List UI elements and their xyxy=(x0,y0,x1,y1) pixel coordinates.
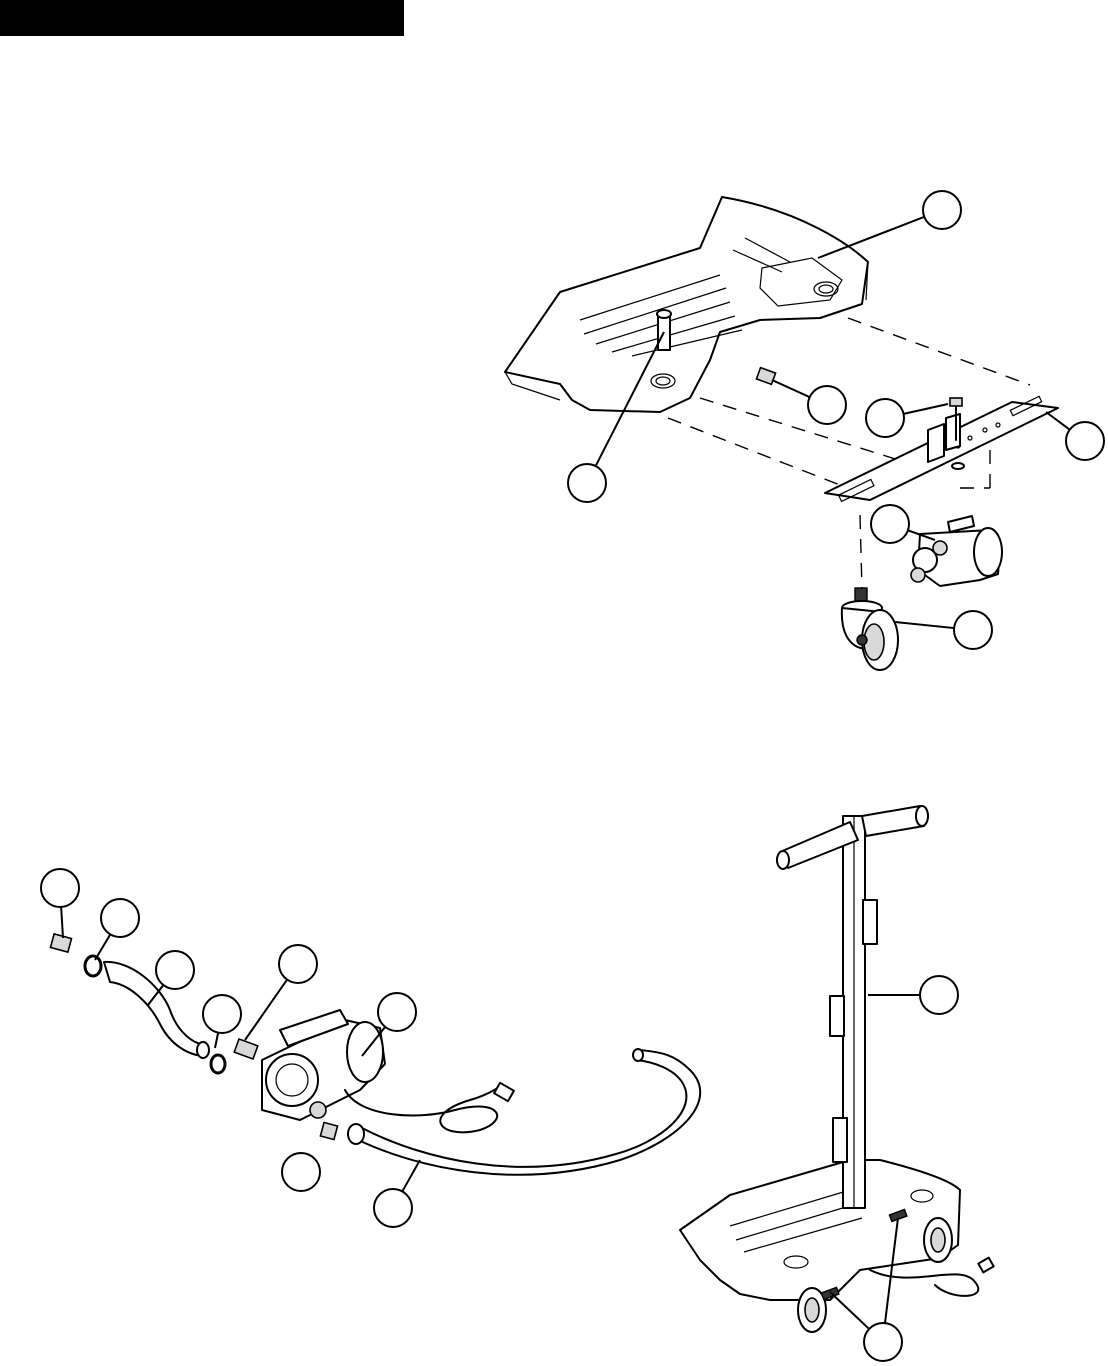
caster-part xyxy=(842,588,898,670)
callout-screws xyxy=(830,1292,902,1361)
callout-plug xyxy=(772,380,846,424)
clamp-part-2 xyxy=(211,1055,225,1073)
callout-circle xyxy=(808,386,846,424)
callout-leader xyxy=(215,1033,218,1048)
callout-circle xyxy=(864,1323,902,1361)
callout-leader xyxy=(904,404,948,414)
callout-leader xyxy=(402,1160,420,1191)
fitting-part xyxy=(50,934,71,952)
callout-nut xyxy=(282,1153,320,1191)
callout-caster xyxy=(895,611,992,649)
callout-motor-top xyxy=(871,505,935,543)
callout-fitting xyxy=(41,869,79,938)
hose-long-part xyxy=(348,1049,700,1175)
cart-assembly xyxy=(680,806,994,1332)
callout-circle xyxy=(101,899,139,937)
pump-motor-part xyxy=(262,1010,385,1120)
callout-hose-long xyxy=(374,1160,420,1227)
callout-leader xyxy=(772,380,810,397)
callout-circle xyxy=(866,399,904,437)
callout-circle xyxy=(871,505,909,543)
callout-hose-short xyxy=(148,951,194,1005)
callout-handle xyxy=(868,976,958,1014)
motor-part-top xyxy=(911,516,1002,586)
nipple-part xyxy=(234,1039,258,1059)
callout-circle xyxy=(923,191,961,229)
callout-circle xyxy=(282,1153,320,1191)
callout-clamp-1 xyxy=(95,899,139,960)
callout-circle xyxy=(568,464,606,502)
tray-part xyxy=(505,197,868,412)
callout-circle xyxy=(920,976,958,1014)
callout-mount-plate xyxy=(1046,412,1104,460)
callout-circle xyxy=(954,611,992,649)
callout-leader xyxy=(895,622,954,628)
callout-circle xyxy=(378,993,416,1031)
callout-leader xyxy=(830,1292,869,1329)
plug-part xyxy=(756,368,775,385)
callout-leader xyxy=(1046,412,1070,430)
callout-circle xyxy=(1066,422,1104,460)
clamp-part-1 xyxy=(85,956,101,976)
power-cord-lower xyxy=(345,1083,514,1132)
callout-circle xyxy=(203,995,241,1033)
callout-leader xyxy=(95,934,110,960)
callout-circle xyxy=(374,1189,412,1227)
callout-leader xyxy=(61,907,63,938)
callout-circle xyxy=(41,869,79,907)
nut-part xyxy=(320,1122,337,1139)
callout-clamp-2 xyxy=(203,995,241,1048)
callout-circle xyxy=(279,945,317,983)
callout-circle xyxy=(156,951,194,989)
